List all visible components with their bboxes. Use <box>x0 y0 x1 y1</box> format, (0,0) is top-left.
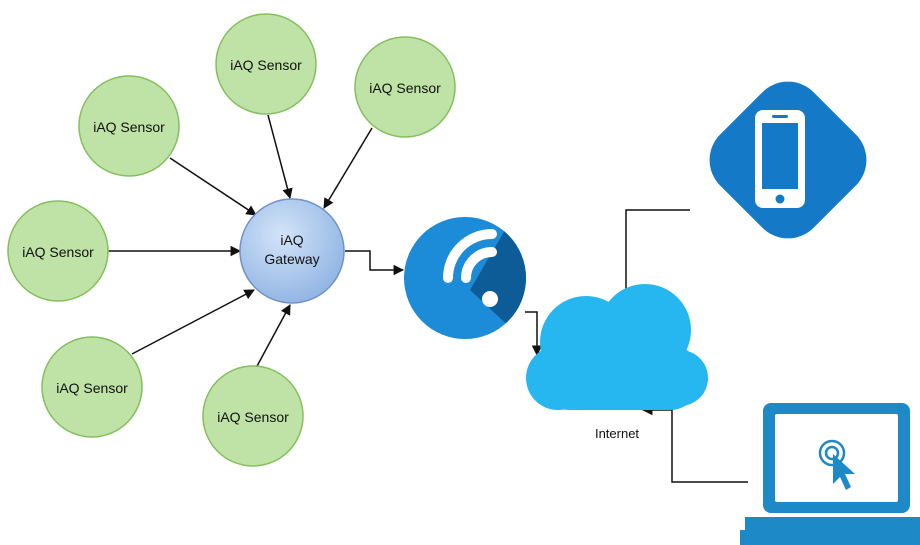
connector-arrow <box>131 289 255 355</box>
smartphone-icon <box>709 81 867 239</box>
sensor-label: iAQ Sensor <box>22 244 94 260</box>
gateway-label-line1: iAQ <box>280 232 303 248</box>
sensor-node: iAQ Sensor <box>202 365 304 467</box>
sensor-label: iAQ Sensor <box>93 119 165 135</box>
connector-arrow <box>620 209 690 302</box>
connector-arrow <box>255 304 291 369</box>
sensor-label: iAQ Sensor <box>56 380 128 396</box>
connector-arrow <box>641 404 748 483</box>
sensor-label: iAQ Sensor <box>230 57 302 73</box>
cloud-icon <box>526 284 708 410</box>
sensor-node: iAQ Sensor <box>215 13 317 115</box>
sensor-node: iAQ Sensor <box>78 75 180 177</box>
connector-arrow <box>169 157 257 216</box>
connector-arrow <box>323 127 373 209</box>
sensor-label: iAQ Sensor <box>217 409 289 425</box>
gateway-node: iAQ Gateway <box>239 198 345 304</box>
sensor-node: iAQ Sensor <box>41 336 143 438</box>
connector-arrow <box>267 114 293 200</box>
gateway-label-line2: Gateway <box>264 251 319 267</box>
laptop-icon <box>740 403 920 545</box>
connector-arrow <box>525 311 543 357</box>
sensor-node: iAQ Sensor <box>7 200 109 302</box>
internet-label: Internet <box>595 426 639 441</box>
sensor-node: iAQ Sensor <box>354 36 456 138</box>
wifi-router-icon <box>404 217 526 339</box>
cursor-click-icon <box>818 439 855 490</box>
connector-arrow <box>345 250 405 276</box>
sensor-label: iAQ Sensor <box>369 80 441 96</box>
